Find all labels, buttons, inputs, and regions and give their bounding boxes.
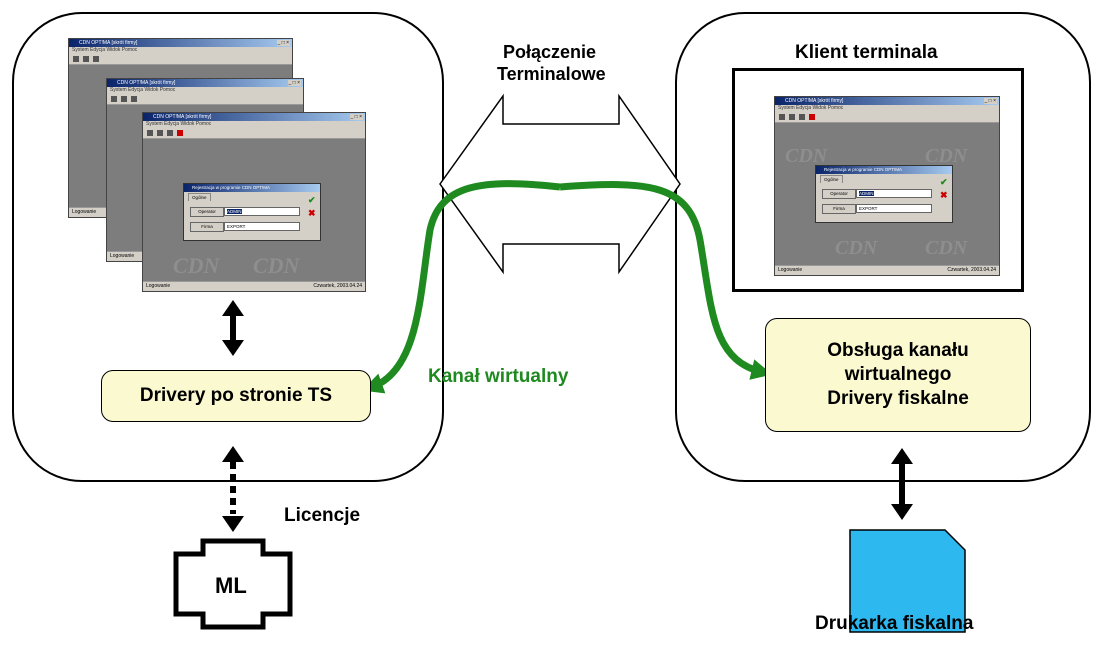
watermark: CDN: [785, 145, 828, 167]
operator-button[interactable]: Operator: [822, 189, 856, 199]
client-box-line1: Obsługa kanału: [827, 340, 969, 361]
watermark: CDN: [173, 253, 220, 278]
licenses-label: Licencje: [284, 505, 361, 526]
operator-field[interactable]: ADMIN: [224, 207, 300, 216]
fiscal-printer-label: Drukarka fiskalna: [815, 613, 974, 634]
watermark: CDN: [925, 237, 968, 259]
login-dialog: Rejestracja w programie CDN OPT!MA Ogóln…: [183, 183, 321, 241]
watermark: CDN: [253, 253, 300, 278]
terminal-client-label: Klient terminala: [795, 42, 938, 63]
ok-icon[interactable]: ✔: [940, 177, 948, 187]
company-button[interactable]: Firma: [822, 204, 856, 214]
cancel-icon[interactable]: ✖: [308, 208, 316, 218]
terminal-connection-label-line1: Połączenie: [503, 42, 597, 62]
curved-arrow-icon: [362, 180, 561, 394]
company-button[interactable]: Firma: [190, 222, 224, 232]
operator-button[interactable]: Operator: [190, 207, 224, 217]
virtual-channel-label: Kanał wirtualny: [428, 366, 569, 387]
ok-icon[interactable]: ✔: [308, 195, 316, 205]
virtual-channel-box: Obsługa kanału wirtualnego Drivery fiska…: [765, 318, 1031, 432]
printer-icon: [849, 529, 966, 633]
watermark: CDN: [835, 237, 878, 259]
client-box-line2: wirtualnego: [844, 364, 952, 385]
company-field[interactable]: EXPORT: [224, 222, 300, 231]
client-login-dialog: Rejestracja w programie CDN OPT!MA Ogóln…: [815, 165, 953, 223]
ml-label: ML: [215, 573, 247, 598]
license-key-icon: [173, 538, 293, 630]
app-window-front: CDN OPT!MA [skrót firmy] _ □ × System Ed…: [142, 112, 366, 292]
watermark: CDN: [925, 145, 968, 167]
cancel-icon[interactable]: ✖: [940, 190, 948, 200]
curved-arrow-icon: [559, 181, 773, 380]
operator-field[interactable]: ADMIN: [856, 189, 932, 198]
client-box-line3: Drivery fiskalne: [827, 388, 969, 409]
terminal-connection-label-line2: Terminalowe: [497, 64, 606, 84]
client-app-window: CDN OPT!MA [skrót firmy] _ □ × System Ed…: [774, 96, 1000, 276]
ts-drivers-box: Drivery po stronie TS: [101, 370, 371, 422]
company-field[interactable]: EXPORT: [856, 204, 932, 213]
